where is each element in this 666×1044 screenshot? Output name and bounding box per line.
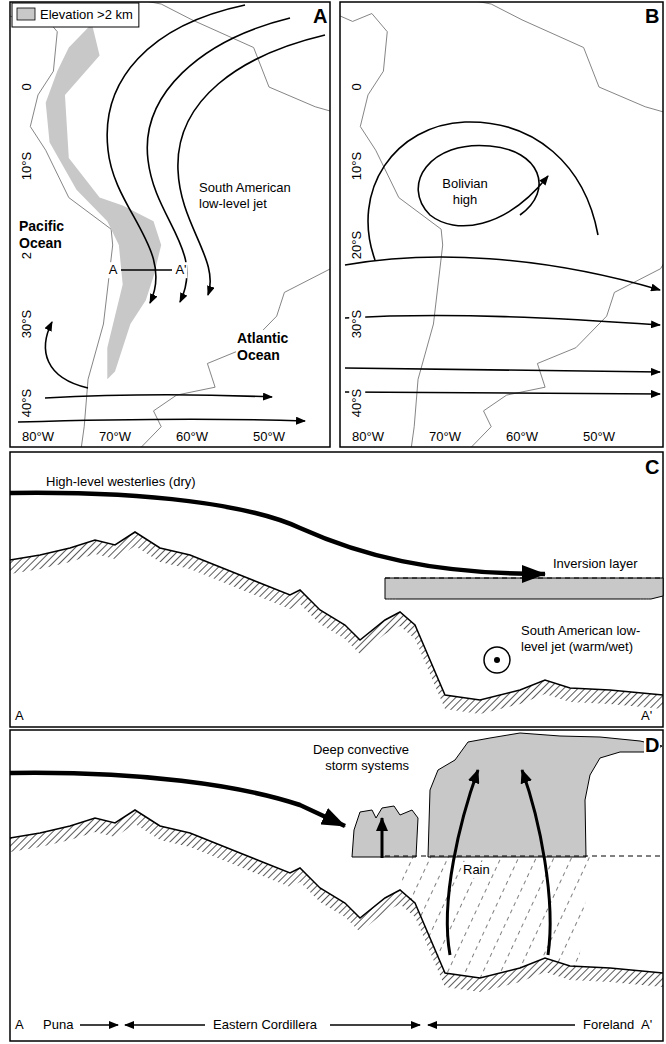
- axis-label: 40°S: [19, 388, 35, 418]
- flow-line: [80, 1024, 118, 1025]
- axis-label: 70°W: [428, 429, 462, 445]
- flow-line: [345, 257, 660, 290]
- map-label: Inversion layer: [552, 556, 639, 572]
- axis-label: 60°W: [505, 429, 539, 445]
- flow-line: [10, 493, 545, 574]
- coastline: [340, 2, 663, 447]
- map-label: A': [640, 1017, 653, 1033]
- map-label: A: [108, 262, 119, 278]
- panel-letter: C: [644, 455, 660, 479]
- jet-symbol: [484, 647, 510, 673]
- cross-section: [10, 733, 663, 1025]
- axis-label: 80°W: [351, 429, 385, 445]
- cross-section: [10, 493, 663, 714]
- map-label: Rain: [462, 862, 491, 878]
- axis-label: 20°S: [349, 230, 365, 260]
- axis-label: 60°W: [175, 429, 209, 445]
- legend-box: [12, 3, 139, 27]
- map: [10, 2, 330, 447]
- flow-line: [107, 5, 245, 303]
- axis-label: 70°W: [98, 429, 132, 445]
- legend: [12, 3, 139, 27]
- terrain-hatch: [10, 532, 663, 714]
- terrain-profile: [10, 532, 663, 700]
- terrain-profile: [10, 810, 663, 978]
- flow-line: [45, 395, 272, 398]
- flow-line: [418, 145, 548, 225]
- section-line: [121, 269, 172, 271]
- legend-text: Elevation >2 km: [40, 7, 133, 23]
- terrain-hatch: [10, 810, 663, 992]
- axis-label: 10°S: [19, 151, 35, 181]
- inversion-line: [385, 578, 663, 579]
- panel-frame: [10, 452, 663, 727]
- storm-cloud: [352, 806, 418, 857]
- axis-label: 50°W: [252, 429, 286, 445]
- flow-line: [330, 1024, 420, 1025]
- flow-line: [18, 419, 305, 422]
- map-label: A: [14, 708, 25, 724]
- panel-frame: [340, 2, 663, 447]
- map: [340, 2, 663, 447]
- map-label: A': [640, 708, 653, 724]
- flow-line: [522, 770, 550, 955]
- axis-label: 50°W: [582, 429, 616, 445]
- map-label: A': [174, 262, 187, 278]
- axis-label: 80°W: [21, 429, 55, 445]
- axis-label: 30°S: [349, 309, 365, 339]
- panel-frame: [10, 730, 663, 1041]
- inversion-line: [385, 856, 663, 857]
- map-label: South American low-level jet (warm/wet): [520, 623, 660, 654]
- panel-frame: [10, 2, 330, 447]
- axis-label: 0: [349, 82, 365, 91]
- map-label: Bolivian high: [435, 176, 495, 207]
- axis-label: 0: [19, 82, 35, 91]
- map-label: Eastern Cordillera: [212, 1017, 318, 1033]
- andes-elevation: [46, 24, 162, 380]
- axis-label: 10°S: [349, 151, 365, 181]
- flow-line: [45, 322, 88, 388]
- flow-line: [368, 122, 598, 260]
- flow-line: [147, 18, 290, 302]
- flow-line: [345, 316, 660, 325]
- flow-line: [428, 1024, 575, 1025]
- flow-line: [345, 368, 660, 372]
- jet-symbol-dot: [494, 657, 500, 663]
- panel-letter: A: [312, 4, 328, 28]
- map-label: Deep convective storm systems: [278, 742, 410, 773]
- flow-line: [125, 1024, 205, 1025]
- map-label: A: [14, 1017, 25, 1033]
- map-label: Puna: [42, 1017, 74, 1033]
- axis-label: 40°S: [349, 388, 365, 418]
- panel-letter: B: [644, 4, 660, 28]
- coastline: [10, 2, 330, 447]
- storm-cloud: [428, 733, 662, 857]
- flow-line: [345, 392, 660, 394]
- map-label: Foreland: [582, 1017, 635, 1033]
- axis-label: 30°S: [19, 309, 35, 339]
- map-label: High-level westerlies (dry): [45, 474, 197, 490]
- map-label: Pacific Ocean: [18, 218, 78, 252]
- flow-line: [178, 35, 325, 295]
- map-label: Atlantic Ocean: [236, 330, 308, 364]
- panel-letter: D: [644, 733, 660, 757]
- flow-line: [10, 773, 345, 826]
- map-label: South American low-level jet: [198, 180, 300, 211]
- inversion-cloud: [385, 578, 663, 599]
- flow-line: [381, 818, 384, 858]
- legend-swatch: [17, 8, 35, 20]
